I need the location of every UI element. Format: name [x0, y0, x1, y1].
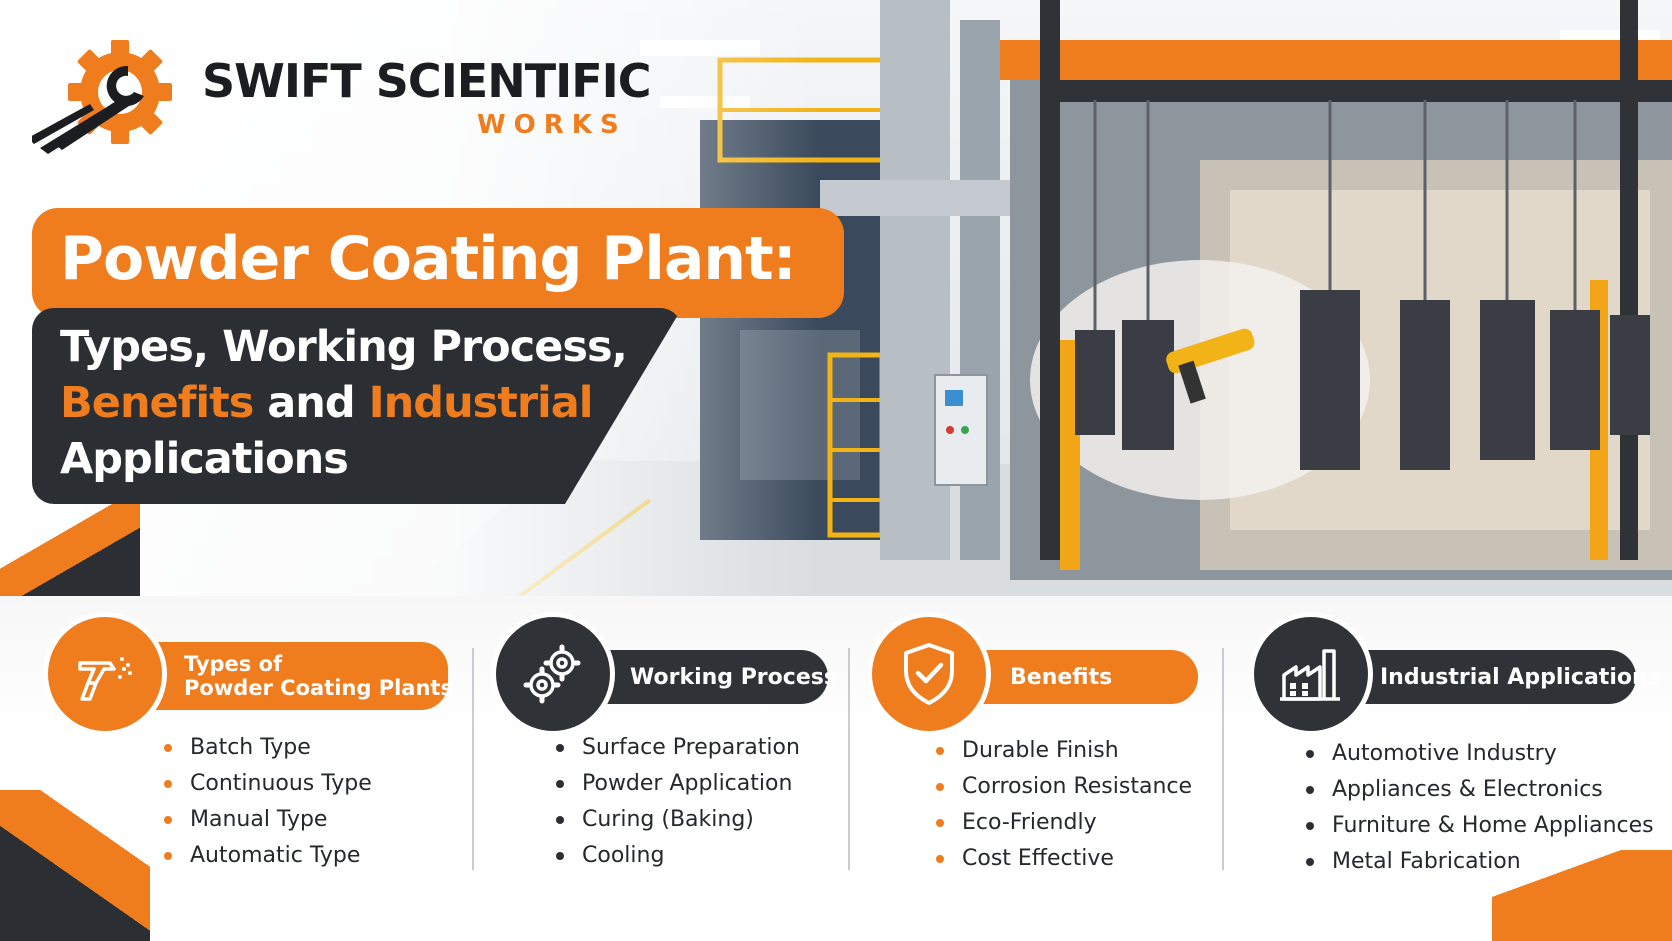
section-types-title-1: Types of: [184, 652, 283, 676]
gears-icon: [496, 617, 610, 731]
list-item: Powder Application: [556, 766, 800, 802]
section-benefits-title: Benefits: [1010, 664, 1113, 690]
section-types-header: Types of Powder Coating Plants: [120, 642, 453, 710]
gear-wrench-icon: [32, 40, 172, 154]
page-title: Powder Coating Plant:: [60, 224, 797, 294]
subtitle-industrial: Industrial: [368, 378, 594, 428]
benefits-list: Durable Finish Corrosion Resistance Eco-…: [936, 733, 1192, 877]
types-list: Batch Type Continuous Type Manual Type A…: [164, 730, 372, 874]
process-list: Surface Preparation Powder Application C…: [556, 730, 800, 874]
list-item: Continuous Type: [164, 766, 372, 802]
list-item: Batch Type: [164, 730, 372, 766]
section-types-title-2: Powder Coating Plants: [184, 676, 453, 700]
headline-banner: Powder Coating Plant:: [32, 208, 844, 318]
list-item: Appliances & Electronics: [1306, 772, 1654, 808]
column-divider: [472, 648, 474, 870]
subtitle-line-1: Types, Working Process,: [60, 322, 628, 372]
list-item: Cost Effective: [936, 841, 1192, 877]
list-item: Furniture & Home Appliances: [1306, 808, 1654, 844]
list-item: Automotive Industry: [1306, 736, 1654, 772]
list-item: Corrosion Resistance: [936, 769, 1192, 805]
brand-name: SWIFT SCIENTIFIC: [202, 54, 652, 108]
applications-list: Automotive Industry Appliances & Electro…: [1306, 736, 1654, 880]
brand-subtitle: WORKS: [477, 110, 627, 140]
left-accent-stripe: [0, 500, 140, 600]
brand-logo: SWIFT SCIENTIFIC WORKS: [32, 38, 652, 163]
subtitle-and: and: [253, 378, 369, 428]
bottom-right-accent: [1492, 850, 1672, 941]
subtitle-line-3: Applications: [60, 434, 349, 484]
list-item: Durable Finish: [936, 733, 1192, 769]
section-process-title: Working Process: [630, 664, 837, 690]
bottom-left-accent: [0, 790, 150, 941]
list-item: Surface Preparation: [556, 730, 800, 766]
list-item: Manual Type: [164, 802, 372, 838]
list-item: Eco-Friendly: [936, 805, 1192, 841]
spray-gun-icon: [48, 617, 162, 731]
column-divider: [848, 648, 850, 870]
list-item: Cooling: [556, 838, 800, 874]
subtitle-benefits: Benefits: [60, 378, 254, 428]
section-applications-title: Industrial Applications: [1380, 664, 1661, 690]
list-item: Automatic Type: [164, 838, 372, 874]
shield-check-icon: [872, 617, 986, 731]
subtitle-line-2: Benefits and Industrial: [60, 378, 594, 428]
factory-icon: [1254, 617, 1368, 731]
column-divider: [1222, 648, 1224, 870]
list-item: Curing (Baking): [556, 802, 800, 838]
subtitle-banner: Types, Working Process, Benefits and Ind…: [32, 308, 682, 504]
list-item: Metal Fabrication: [1306, 844, 1654, 880]
